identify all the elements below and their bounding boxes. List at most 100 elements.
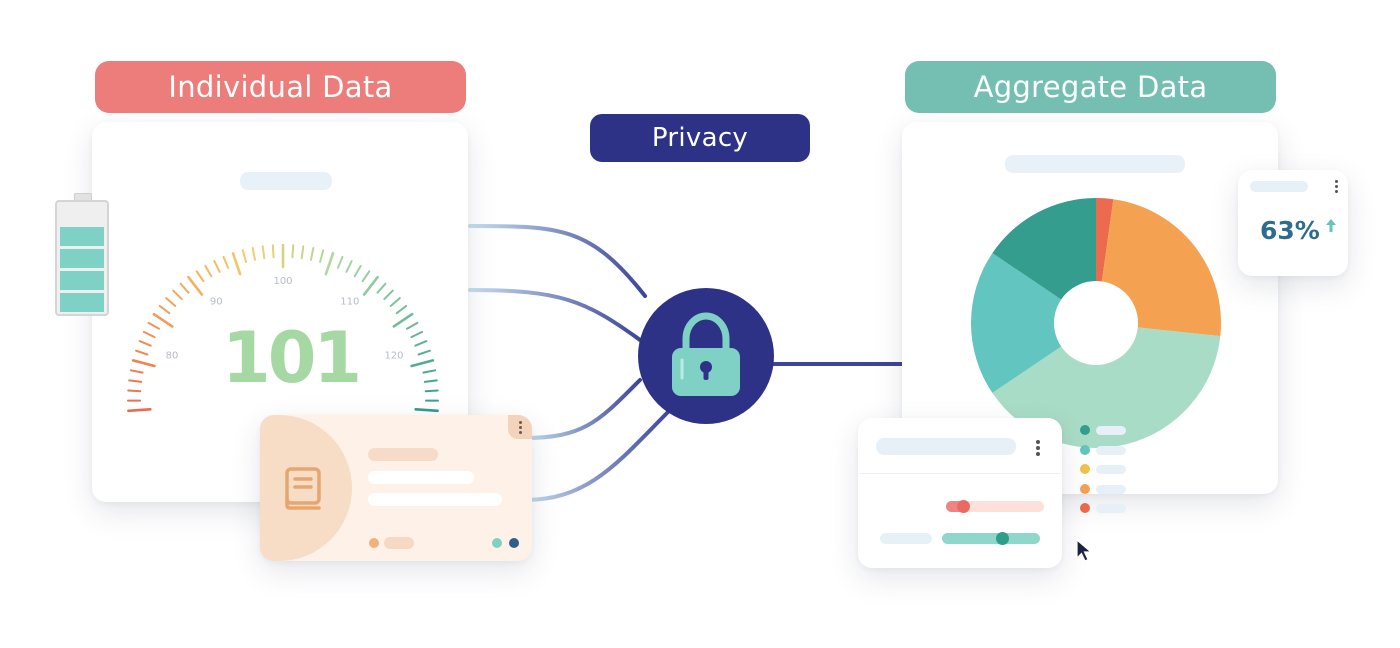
privacy-label: Privacy bbox=[590, 114, 810, 162]
kebab-dot bbox=[1335, 185, 1338, 188]
individual-data-label: Individual Data bbox=[95, 61, 466, 113]
card-corner-tab[interactable] bbox=[508, 415, 532, 439]
book-icon bbox=[285, 467, 321, 510]
connector-line bbox=[468, 224, 647, 298]
gauge-tick bbox=[158, 304, 171, 315]
gauge-major-tick bbox=[187, 275, 204, 296]
gauge-tick bbox=[222, 255, 230, 269]
gauge-tick bbox=[204, 264, 213, 278]
gauge-tick bbox=[361, 270, 371, 283]
battery-icon bbox=[55, 193, 109, 316]
connector-line bbox=[523, 378, 642, 440]
legend-label-bar bbox=[1096, 485, 1126, 494]
gauge-tick bbox=[414, 340, 428, 347]
kebab-dot bbox=[1036, 446, 1040, 450]
legend-label-bar bbox=[1096, 465, 1126, 474]
battery-cell bbox=[60, 249, 104, 268]
legend-label-bar bbox=[1096, 504, 1126, 513]
pie-slice bbox=[992, 323, 1221, 449]
gauge-major-tick bbox=[324, 252, 335, 276]
gauge-major-tick bbox=[414, 407, 439, 413]
legend-dot bbox=[1080, 425, 1090, 435]
battery-cell bbox=[60, 271, 104, 290]
chart-legend bbox=[1080, 424, 1140, 516]
kebab-dot bbox=[1335, 190, 1338, 193]
kebab-dot bbox=[1335, 180, 1338, 183]
gauge-tick bbox=[213, 260, 221, 273]
gauge-major-tick bbox=[392, 312, 414, 328]
connector-line bbox=[523, 408, 672, 502]
legend-label-bar bbox=[1096, 446, 1126, 455]
placeholder-bar bbox=[1005, 155, 1185, 173]
gauge-major-tick bbox=[131, 359, 156, 368]
legend-dot bbox=[1080, 484, 1090, 494]
pie-slice bbox=[970, 253, 1096, 393]
gauge-tick bbox=[251, 247, 256, 261]
placeholder-bar bbox=[876, 438, 1016, 455]
record-card bbox=[260, 415, 532, 561]
gauge-tick bbox=[389, 297, 401, 307]
gauge-tick bbox=[147, 321, 160, 330]
gauge-tick bbox=[261, 245, 266, 260]
battery-cap bbox=[74, 193, 92, 201]
arrow-up-icon bbox=[1326, 219, 1336, 232]
legend-label-bar bbox=[1096, 426, 1126, 435]
gauge-tick bbox=[424, 389, 439, 393]
kebab-dot bbox=[519, 426, 522, 429]
legend-dot bbox=[492, 538, 502, 548]
placeholder-bar bbox=[1250, 181, 1308, 192]
gauge-tick bbox=[165, 297, 177, 307]
gauge-major-tick bbox=[231, 252, 242, 276]
range-slider-track[interactable] bbox=[946, 500, 1044, 513]
range-slider-handle[interactable] bbox=[957, 500, 970, 513]
range-slider-handle[interactable] bbox=[996, 532, 1009, 545]
battery-cell bbox=[60, 227, 104, 246]
gauge-major-tick bbox=[127, 407, 152, 413]
placeholder-bar bbox=[880, 533, 932, 544]
placeholder-bar bbox=[368, 471, 474, 484]
gauge-tick bbox=[383, 289, 394, 301]
filter-card-menu[interactable] bbox=[1035, 439, 1041, 457]
gauge-tick-label: 120 bbox=[384, 350, 403, 361]
gauge-tick bbox=[345, 260, 353, 273]
legend-dot bbox=[1080, 445, 1090, 455]
stat-card: 63% bbox=[1238, 170, 1348, 276]
kebab-dot bbox=[1036, 452, 1040, 456]
gauge-value: 101 bbox=[222, 317, 362, 399]
gauge-tick bbox=[195, 270, 205, 283]
filter-card bbox=[858, 418, 1062, 568]
placeholder-bar bbox=[368, 448, 438, 461]
gauge-tick bbox=[319, 249, 325, 263]
status-dot bbox=[369, 538, 379, 548]
gauge-tick bbox=[300, 245, 305, 260]
placeholder-bar bbox=[384, 537, 414, 549]
legend-dot bbox=[509, 538, 519, 548]
gauge-tick-label: 110 bbox=[340, 296, 359, 307]
gauge-tick-label: 90 bbox=[210, 296, 223, 307]
stat-value: 63% bbox=[1260, 216, 1320, 245]
legend-dot bbox=[1080, 464, 1090, 474]
gauge-major-tick bbox=[410, 359, 435, 368]
gauge-tick bbox=[406, 321, 419, 330]
lock-icon bbox=[672, 312, 740, 396]
battery-body bbox=[55, 200, 109, 316]
legend-dot bbox=[1080, 503, 1090, 513]
gauge-tick bbox=[422, 369, 437, 374]
gauge-tick bbox=[142, 330, 156, 339]
range-slider-track[interactable] bbox=[942, 532, 1040, 545]
stat-card-menu[interactable] bbox=[1334, 179, 1340, 195]
gauge-tick bbox=[410, 330, 424, 339]
kebab-dot bbox=[1036, 440, 1040, 444]
gauge-tick bbox=[291, 244, 295, 259]
gauge-tick bbox=[336, 255, 344, 269]
placeholder-bar bbox=[368, 493, 502, 506]
gauge-tick bbox=[417, 349, 431, 356]
kebab-dot bbox=[519, 431, 522, 434]
placeholder-bar bbox=[240, 172, 332, 190]
gauge-tick bbox=[376, 282, 387, 294]
connector-line bbox=[468, 288, 642, 342]
aggregate-data-label: Aggregate Data bbox=[905, 61, 1276, 113]
gauge-tick bbox=[353, 264, 362, 278]
